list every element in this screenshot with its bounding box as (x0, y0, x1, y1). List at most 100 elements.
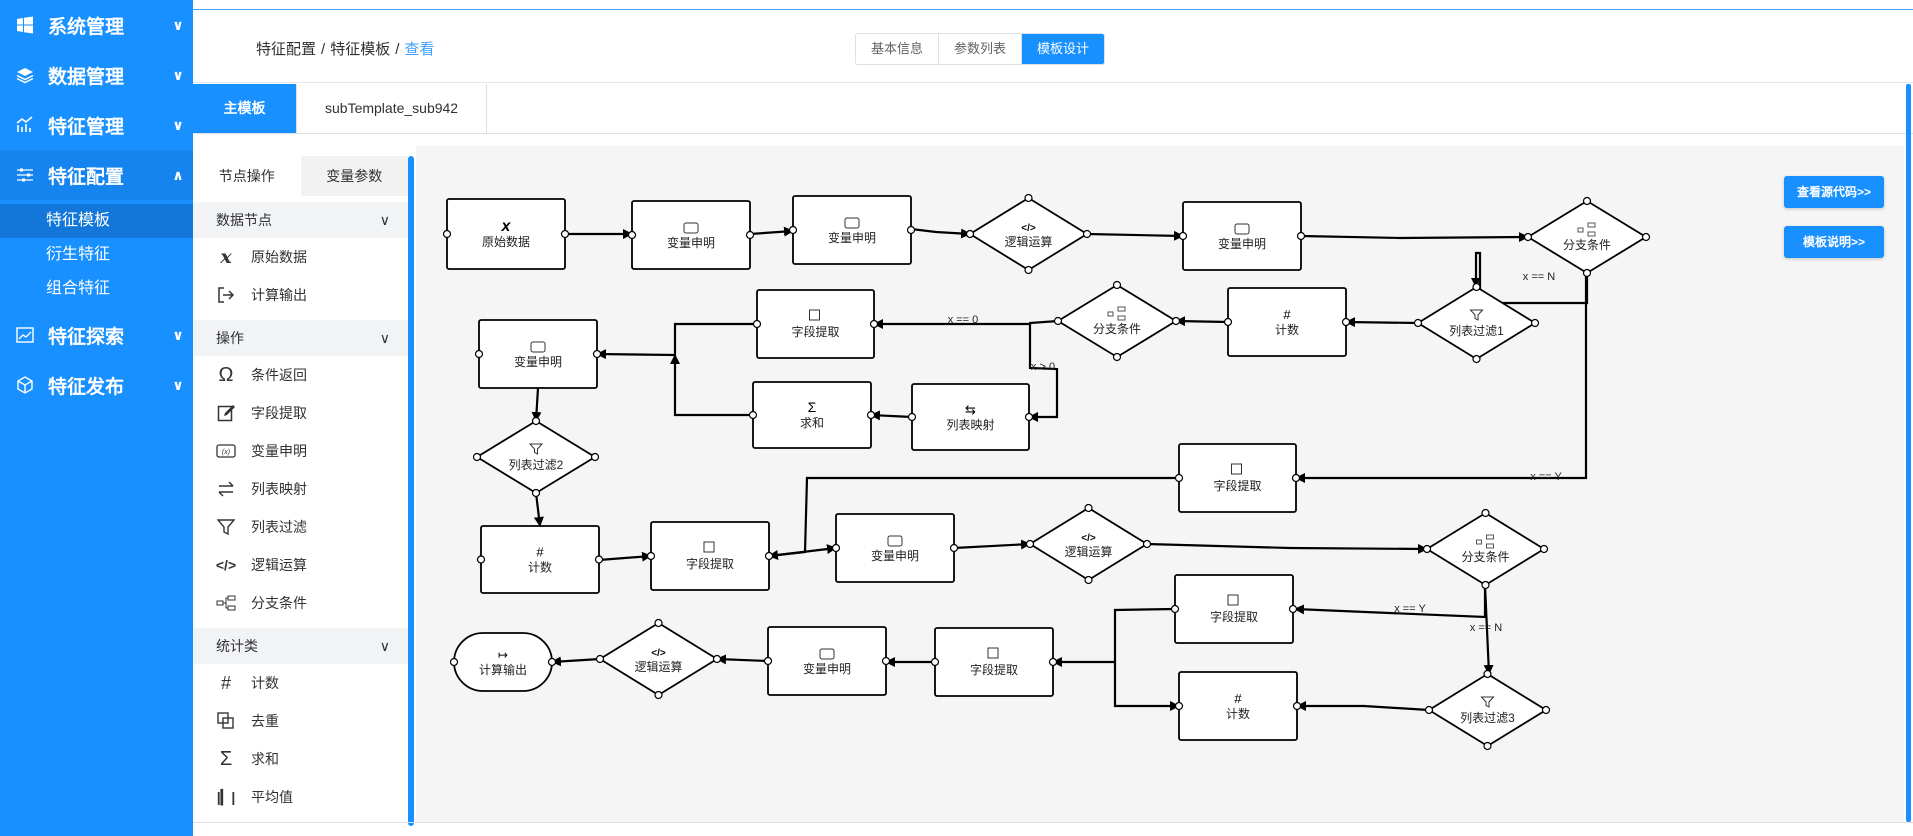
flow-node[interactable]: ⇆列表映射 (907, 383, 1034, 451)
palette-item-list-filter[interactable]: 列表过滤 (193, 508, 408, 546)
template-help-button[interactable]: 模板说明>> (1784, 226, 1884, 258)
flow-edge[interactable] (910, 227, 971, 239)
palette-item-list-map[interactable]: 列表映射 (193, 470, 408, 508)
flow-node[interactable]: </>逻辑运算 (1025, 503, 1152, 585)
node-port[interactable] (866, 410, 876, 420)
tab-template-design[interactable]: 模板设计 (1022, 34, 1105, 64)
tab-node-operations[interactable]: 节点操作 (193, 156, 301, 196)
flow-edge[interactable] (1483, 584, 1494, 675)
palette-item-output[interactable]: 计算输出 (193, 276, 408, 314)
node-port[interactable] (1084, 503, 1093, 513)
flow-edge[interactable] (531, 387, 542, 422)
submenu-item-feature-template[interactable]: 特征模板 (0, 204, 193, 238)
flow-node[interactable]: 变量申明 (1178, 201, 1306, 271)
flow-edge[interactable] (716, 654, 769, 665)
node-port[interactable] (654, 690, 663, 700)
node-port[interactable] (1223, 317, 1233, 327)
node-port[interactable] (1048, 657, 1058, 667)
node-port[interactable] (1483, 741, 1492, 751)
flow-edge[interactable] (749, 226, 794, 237)
node-port[interactable] (764, 551, 774, 561)
node-port[interactable] (1641, 232, 1651, 242)
node-port[interactable] (907, 412, 917, 422)
flow-edge[interactable] (670, 354, 753, 417)
palette-item-dedupe[interactable]: 去重 (193, 702, 408, 740)
tab-variable-params[interactable]: 变量参数 (300, 156, 408, 196)
flow-node[interactable]: 字段提取 (752, 289, 879, 359)
tab-basic-info[interactable]: 基本信息 (856, 34, 940, 64)
flow-edge[interactable] (1345, 317, 1419, 328)
node-port[interactable] (627, 230, 637, 240)
palette-item-count[interactable]: #计数 (193, 664, 408, 702)
node-port[interactable] (1424, 705, 1434, 715)
node-port[interactable] (531, 416, 541, 426)
flow-edge[interactable] (1175, 316, 1229, 327)
node-port[interactable] (1112, 280, 1122, 290)
flow-node[interactable]: #计数 (476, 525, 604, 594)
flow-node[interactable]: 字段提取 (930, 627, 1058, 697)
node-port[interactable] (1530, 318, 1540, 328)
node-port[interactable] (930, 657, 940, 667)
view-source-button[interactable]: 查看源代码>> (1784, 176, 1884, 208)
flow-node[interactable]: 变量申明 (627, 200, 755, 270)
flow-edge[interactable] (598, 551, 652, 562)
tab-main-template[interactable]: 主模板 (193, 84, 297, 133)
node-port[interactable] (442, 229, 452, 239)
node-port[interactable] (1483, 669, 1492, 679)
node-port[interactable] (1170, 604, 1180, 614)
breadcrumb-item[interactable]: 特征配置 (256, 41, 317, 58)
node-port[interactable] (472, 452, 482, 462)
flow-edge[interactable] (1296, 701, 1430, 712)
flow-node[interactable]: 分支条件 (1523, 196, 1651, 278)
node-port[interactable] (474, 349, 484, 359)
flow-node[interactable]: 列表过滤3 (1424, 669, 1551, 751)
flow-node[interactable]: Σ求和 (748, 381, 876, 449)
node-port[interactable] (590, 452, 600, 462)
node-port[interactable] (1142, 539, 1152, 549)
node-port[interactable] (1422, 544, 1432, 554)
menu-feature-publish[interactable]: 特征发布 ∨ (0, 360, 193, 410)
flow-node[interactable]: 字段提取 (1170, 574, 1298, 644)
node-port[interactable] (1112, 352, 1122, 362)
submenu-item-derived-feature[interactable]: 衍生特征 (46, 246, 111, 263)
palette-group-header[interactable]: 数据节点∨ (193, 202, 408, 238)
menu-feature-explore[interactable]: 特征探索 ∨ (0, 310, 193, 360)
node-port[interactable] (1171, 316, 1181, 326)
palette-item-average[interactable]: |▎|平均值 (193, 778, 408, 816)
flow-node[interactable]: 变量申明 (831, 513, 959, 583)
node-port[interactable] (745, 230, 755, 240)
node-port[interactable] (1053, 316, 1063, 326)
palette-item-branch[interactable]: 分支条件 (193, 584, 408, 622)
palette-group-header[interactable]: 统计类∨ (193, 628, 408, 664)
flow-edge[interactable] (1113, 607, 1180, 711)
node-port[interactable] (1472, 354, 1481, 364)
node-port[interactable] (595, 654, 605, 664)
node-port[interactable] (748, 410, 758, 420)
flow-node[interactable]: 分支条件 (1422, 508, 1549, 590)
node-port[interactable] (1084, 575, 1093, 585)
node-port[interactable] (1178, 231, 1188, 241)
flow-edge[interactable] (768, 544, 837, 558)
node-port[interactable] (906, 225, 916, 235)
node-port[interactable] (1024, 412, 1034, 422)
node-port[interactable] (592, 349, 602, 359)
node-port[interactable] (1296, 231, 1306, 241)
flow-node[interactable]: </>逻辑运算 (965, 193, 1092, 275)
node-port[interactable] (449, 657, 459, 667)
node-port[interactable] (1582, 196, 1592, 206)
node-port[interactable] (831, 543, 841, 553)
node-port[interactable] (869, 319, 879, 329)
node-port[interactable] (646, 551, 656, 561)
node-port[interactable] (560, 229, 570, 239)
flow-node[interactable]: 分支条件 (1053, 280, 1181, 362)
node-port[interactable] (1582, 268, 1592, 278)
flow-node[interactable]: ↦计算输出 (449, 632, 557, 692)
node-port[interactable] (1082, 229, 1092, 239)
flow-edge[interactable] (1086, 230, 1184, 241)
flow-node[interactable]: 字段提取 (646, 521, 774, 591)
menu-data[interactable]: 数据管理 ∨ (0, 50, 193, 100)
flow-edge[interactable] (1300, 232, 1529, 243)
